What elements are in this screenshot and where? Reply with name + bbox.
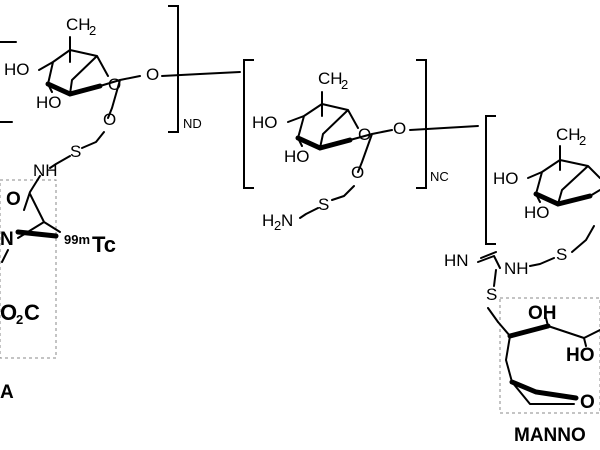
bold-ring-edge-3 bbox=[533, 191, 593, 207]
bonds-sugar-1 bbox=[0, 36, 201, 169]
mannose-dashed-box bbox=[499, 297, 600, 414]
sugar-unit-nc: CH 2 HO HO O O O S H 2 N NC bbox=[199, 59, 479, 233]
mannose-oh-label: OH bbox=[528, 303, 557, 324]
mannose-label: MANNO bbox=[514, 425, 586, 446]
ho-label-1b: HO bbox=[36, 93, 62, 112]
bold-ring-edge-1 bbox=[45, 81, 103, 97]
chelator-nitrogen: N bbox=[0, 229, 14, 250]
technetium-label: Tc bbox=[92, 232, 116, 257]
thioether-sulfur-2: S bbox=[318, 195, 329, 214]
bold-ring-edge-2 bbox=[295, 135, 353, 151]
ch2-label-1: CH bbox=[66, 15, 91, 34]
carboxylate-o: O bbox=[0, 300, 17, 325]
ho-label-3a: HO bbox=[493, 169, 519, 188]
glycosidic-oxygen-2: O bbox=[393, 119, 406, 138]
linker-oxygen-1: O bbox=[103, 110, 116, 129]
sugar-unit-nd: CH 2 HO HO O O O S NH ND bbox=[0, 5, 202, 180]
ch2-subscript-2: 2 bbox=[341, 77, 348, 92]
imine-hn-label: HN bbox=[444, 251, 469, 270]
bracket-left-3 bbox=[485, 115, 496, 245]
bracket-right-1 bbox=[168, 5, 179, 133]
thiourea-sulfur: S bbox=[486, 285, 497, 304]
chelator-dashed-box bbox=[0, 179, 57, 359]
bonds-sugar-2 bbox=[199, 71, 479, 219]
ch2-subscript-1: 2 bbox=[89, 23, 96, 38]
glycosidic-oxygen-1: O bbox=[146, 65, 159, 84]
carboxylate-c: C bbox=[24, 300, 40, 325]
ch2-label-2: CH bbox=[318, 69, 343, 88]
bold-chelator-bond bbox=[15, 229, 59, 239]
amine-h-label: H bbox=[262, 211, 274, 230]
compound-label-a: A bbox=[0, 382, 14, 403]
amine-subscript: 2 bbox=[274, 218, 281, 233]
bold-mannose-edge bbox=[509, 379, 579, 401]
technetium-chelator: O N 99m Tc O 2 C A bbox=[0, 175, 116, 403]
thioether-sulfur-3: S bbox=[556, 245, 567, 264]
ring-oxygen-2: O bbox=[358, 125, 371, 144]
thiourea-nh-label: NH bbox=[504, 259, 529, 278]
mannose-ring-oxygen: O bbox=[580, 392, 595, 413]
ho-label-2a: HO bbox=[252, 113, 278, 132]
ch2-subscript-3: 2 bbox=[579, 133, 586, 148]
amine-n-label: N bbox=[281, 211, 293, 230]
amide-nh-label: NH bbox=[33, 161, 58, 180]
bracket-left-2 bbox=[243, 59, 254, 189]
carbonyl-oxygen: O bbox=[6, 189, 21, 210]
carboxylate-subscript: 2 bbox=[16, 312, 23, 327]
bracket-right-2 bbox=[416, 59, 427, 189]
bonds-chelator bbox=[1, 175, 61, 263]
mannose-unit: OH HO O MANNO bbox=[497, 297, 600, 446]
bold-mannose-edge-top bbox=[507, 323, 551, 339]
ch2-label-3: CH bbox=[556, 125, 581, 144]
nd-subscript: ND bbox=[183, 116, 202, 131]
ho-label-3b: HO bbox=[524, 203, 550, 222]
thioether-sulfur-1: S bbox=[70, 142, 81, 161]
sugar-unit-3: CH 2 HO HO S HN NH S bbox=[444, 115, 600, 323]
ho-label-1a: HO bbox=[4, 60, 30, 79]
mannose-ho-label: HO bbox=[566, 345, 595, 366]
nc-subscript: NC bbox=[430, 169, 449, 184]
ho-label-2b: HO bbox=[284, 147, 310, 166]
tc-mass-superscript: 99m bbox=[64, 232, 90, 247]
